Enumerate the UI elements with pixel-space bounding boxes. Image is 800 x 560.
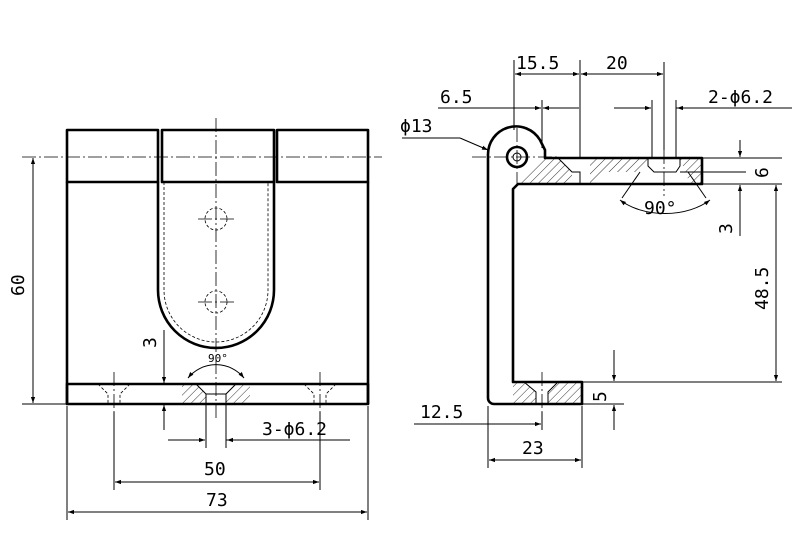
front-countersink-angle: 90° [208, 352, 228, 365]
side-leaf-thickness-dim: 6 [752, 167, 773, 178]
bottom-plate [65, 382, 370, 406]
right-knuckle [275, 128, 370, 184]
side-body-outline [486, 125, 704, 406]
side-hole-gap-dim: 20 [606, 53, 628, 74]
side-countersink-angle: 90° [644, 198, 677, 219]
side-holes-dim: 2-ϕ6.2 [708, 87, 773, 108]
side-bottom-offset-dim: 12.5 [420, 402, 463, 423]
front-hole-spacing-dim: 50 [204, 459, 226, 480]
side-depth-dim: 3 [716, 223, 737, 234]
side-offset-a-dim: 6.5 [440, 87, 473, 108]
side-height-dim: 48.5 [752, 267, 773, 310]
front-view: 90° 60 3 3-ϕ6.2 50 73 [8, 118, 382, 520]
side-bottom-length-dim: 23 [522, 438, 544, 459]
front-height-dim: 60 [8, 274, 29, 296]
front-depth-dim: 3 [140, 337, 161, 348]
front-holes-dim: 3-ϕ6.2 [262, 419, 327, 440]
middle-knuckle [160, 128, 276, 184]
side-view: ϕ13 6.5 15.5 20 2-ϕ6.2 90° 6 [400, 53, 792, 468]
side-pin-diameter-dim: ϕ13 [400, 116, 433, 137]
front-width-dim: 73 [206, 490, 228, 511]
side-offset-b-dim: 15.5 [516, 53, 559, 74]
side-bottom-thickness-dim: 5 [590, 391, 611, 402]
left-knuckle [65, 128, 160, 184]
